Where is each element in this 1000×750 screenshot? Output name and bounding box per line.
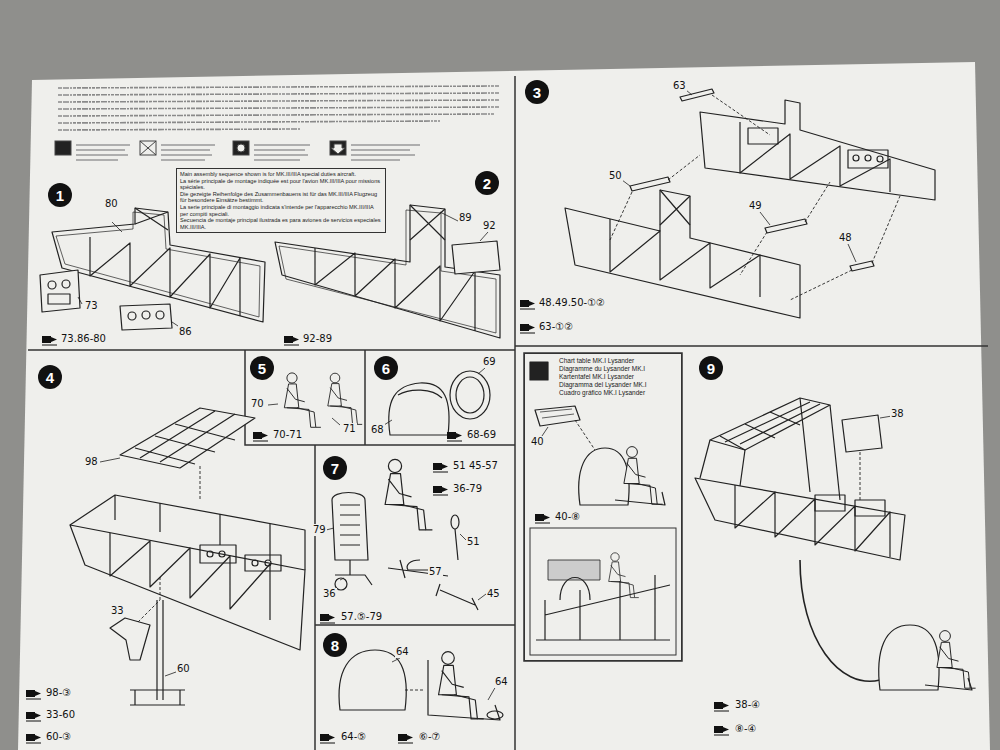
callout-number: 49 [748, 200, 763, 212]
step-number: 6 [374, 356, 398, 380]
assembly-code: 60-③ [45, 731, 72, 743]
note-text: Main assembly sequence shown is for MK.I… [180, 171, 382, 178]
step-number-text: 8 [331, 638, 339, 653]
assembly-code: 63-①② [538, 321, 574, 333]
note-text: Kartentafel MK.I Lysander [559, 373, 678, 381]
callout-number: 63 [672, 80, 687, 92]
step-number: 5 [250, 356, 274, 380]
note-text: La série principale de montage indiquée … [180, 178, 382, 191]
step-number: 2 [475, 171, 499, 195]
callout-number: 80 [104, 198, 119, 210]
note-text: Secuencia de montaje principal ilustrada… [180, 217, 382, 230]
note-text: Die gezeigte Reihenfolge des Zusammenbau… [180, 191, 382, 204]
step-number-text: 6 [382, 361, 390, 376]
callout-number: 92 [482, 220, 497, 232]
step-number-text: 7 [331, 461, 339, 476]
step-number-text: 4 [46, 370, 54, 385]
note-text: Cuadro gráfico MK.I Lysander [559, 389, 678, 397]
assembly-code: 57.⑤-79 [340, 611, 383, 623]
callout-number: 51 [466, 536, 481, 548]
callout-number: 48 [838, 232, 853, 244]
step-number: 7 [323, 456, 347, 480]
callout-number: 40 [530, 436, 545, 448]
step-number-text: 3 [533, 85, 541, 100]
note-text: Chart table MK.I Lysander [559, 357, 678, 365]
step-number: 8 [323, 633, 347, 657]
assembly-code: ⑥-⑦ [418, 731, 442, 743]
callout-number: 33 [110, 605, 125, 617]
assembly-code: ⑧-④ [734, 723, 758, 735]
assembly-code: 70-71 [272, 429, 303, 441]
note-box: Main assembly sequence shown is for MK.I… [176, 168, 386, 233]
callout-number: 70 [250, 398, 265, 410]
callout-number: 71 [342, 423, 357, 435]
callout-number: 79 [312, 524, 327, 536]
assembly-code: 68-69 [466, 429, 497, 441]
step-number-text: 2 [483, 176, 491, 191]
assembly-code: 48.49.50-①② [538, 297, 606, 309]
step-number: 3 [525, 80, 549, 104]
assembly-code: 33-60 [45, 709, 76, 721]
callout-number: 89 [458, 212, 473, 224]
step-number: 9 [699, 356, 723, 380]
step-number: 1 [48, 183, 72, 207]
assembly-code: 40-⑧ [554, 511, 581, 523]
callout-number: 86 [178, 326, 193, 338]
step-number: 4 [38, 365, 62, 389]
assembly-code: 51 45-57 [452, 460, 499, 472]
note-text: Diagramme du Lysander MK.I [559, 365, 678, 373]
callout-number: 68 [370, 424, 385, 436]
assembly-code: 92-89 [302, 333, 333, 345]
callout-number: 98 [84, 456, 99, 468]
callout-number: 57 [428, 566, 443, 578]
step-number-text: 5 [258, 361, 266, 376]
chart-table-box: Chart table MK.I LysanderDiagramme du Ly… [524, 353, 682, 661]
step-number-text: 9 [707, 361, 715, 376]
callout-number: 50 [608, 170, 623, 182]
callout-number: 38 [890, 408, 905, 420]
note-text: Diagramma del Lysander MK.I [559, 381, 678, 389]
callout-number: 60 [176, 663, 191, 675]
assembly-code: 38-④ [734, 699, 761, 711]
callout-number: 73 [84, 300, 99, 312]
assembly-code: 73.86-80 [60, 333, 107, 345]
callout-number: 45 [486, 588, 501, 600]
assembly-code: 98-③ [45, 687, 72, 699]
note-text: La serie principale di montaggio indicat… [180, 204, 382, 217]
assembly-code: 64-⑤ [340, 731, 367, 743]
step-number-text: 1 [56, 188, 64, 203]
callout-number: 69 [482, 356, 497, 368]
callout-number: 64 [494, 676, 509, 688]
callout-number: 36 [322, 588, 337, 600]
assembly-code: 36-79 [452, 483, 483, 495]
callout-number: 64 [395, 646, 410, 658]
